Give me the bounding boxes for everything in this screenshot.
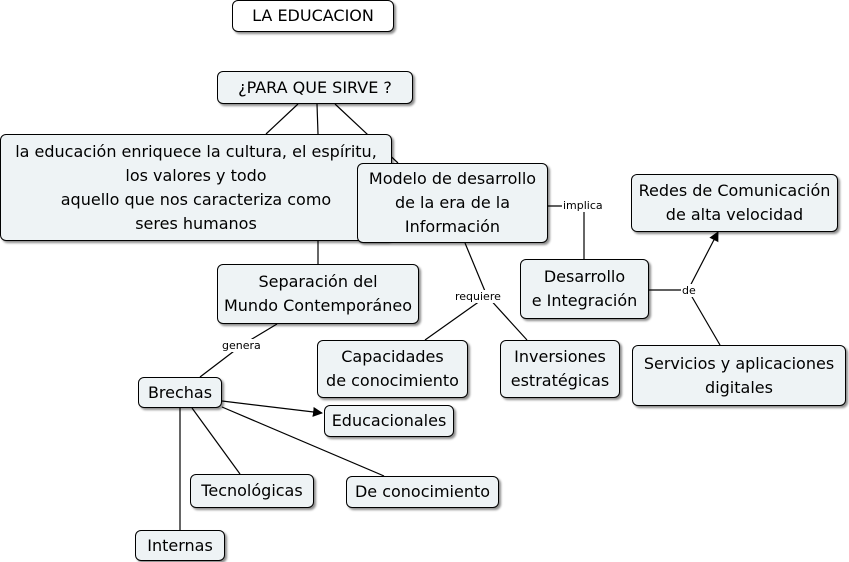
connector-requiere-inversiones bbox=[486, 295, 528, 341]
educacionales-node: Educacionales bbox=[324, 405, 454, 437]
connector-de-redes bbox=[687, 231, 719, 291]
link-label-de: de bbox=[681, 284, 697, 297]
link-label-requiere: requiere bbox=[454, 290, 502, 303]
para-que-sirve-node: ¿PARA QUE SIRVE ? bbox=[217, 71, 413, 104]
cultura-node: la educación enriquece la cultura, el es… bbox=[0, 134, 392, 241]
connector-para-que-cultura bbox=[265, 103, 299, 135]
connector-brechas-educacionales bbox=[221, 400, 323, 417]
servicios-node: Servicios y aplicaciones digitales bbox=[632, 345, 846, 406]
modelo-desarrollo-node: Modelo de desarrollo de la era de la Inf… bbox=[357, 163, 548, 243]
de-conocimiento-node: De conocimiento bbox=[346, 476, 499, 508]
connector-modelo-requiere bbox=[464, 242, 488, 297]
separacion-node: Separación del Mundo Contemporáneo bbox=[217, 264, 419, 324]
desarrollo-integracion-node: Desarrollo e Integración bbox=[520, 259, 649, 319]
link-label-genera: genera bbox=[221, 339, 262, 352]
internas-node: Internas bbox=[135, 530, 225, 561]
brechas-node: Brechas bbox=[138, 377, 222, 408]
connector-para-que-separacion bbox=[316, 103, 319, 135]
connector-brechas-tecnologicas bbox=[191, 407, 241, 475]
connector-requiere-capacidades bbox=[424, 295, 488, 341]
inversiones-node: Inversiones estratégicas bbox=[500, 340, 620, 398]
connector-de-servicios bbox=[687, 289, 721, 346]
title-node: LA EDUCACION bbox=[232, 0, 394, 32]
redes-comunicacion-node: Redes de Comunicación de alta velocidad bbox=[631, 174, 838, 232]
capacidades-node: Capacidades de conocimiento bbox=[317, 340, 468, 398]
connector-brechas-de-conocimiento bbox=[221, 406, 385, 477]
link-label-implica: implica bbox=[562, 199, 604, 212]
tecnologicas-node: Tecnológicas bbox=[190, 474, 314, 508]
